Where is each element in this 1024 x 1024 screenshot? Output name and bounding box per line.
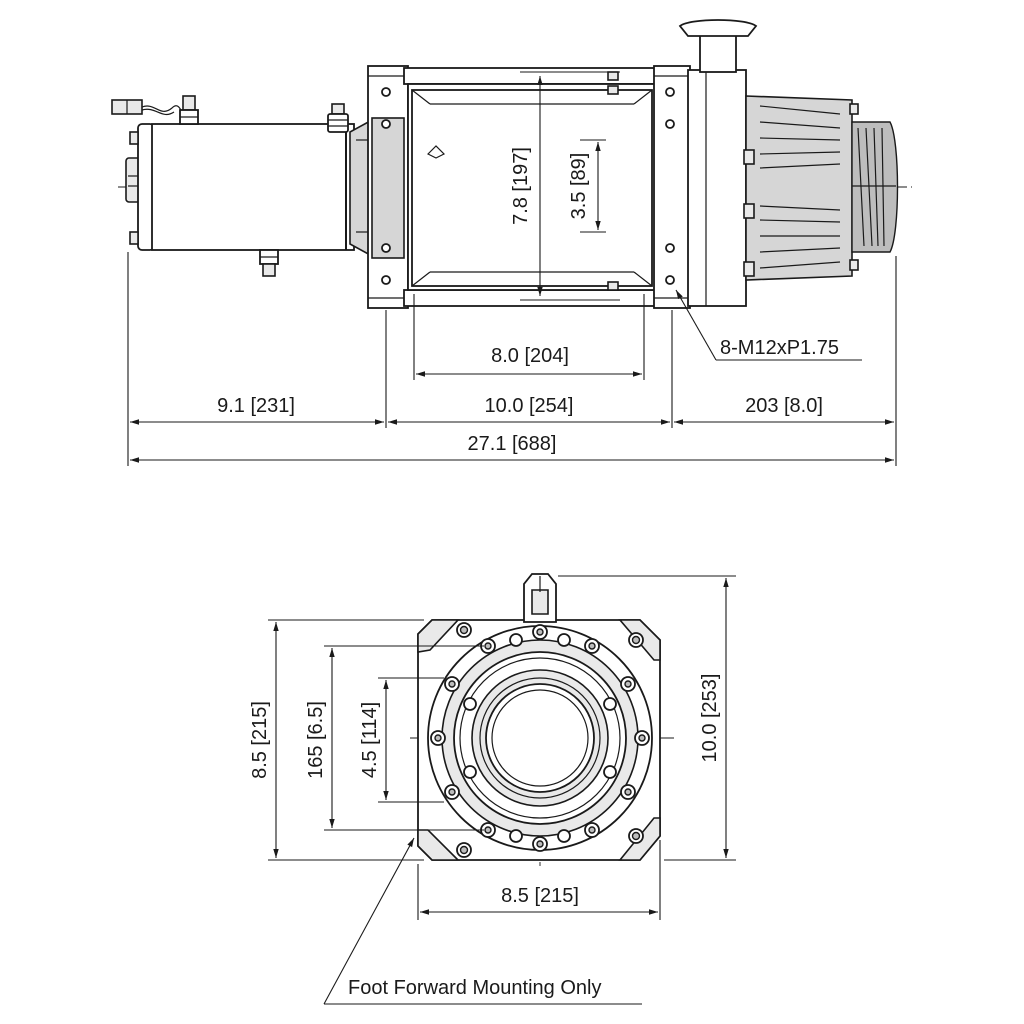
- dim-gearbox-length-label: 203 [8.0]: [745, 395, 823, 417]
- dim-left-outer-label: 8.5 [215]: [249, 701, 271, 779]
- foot-forward-note: Foot Forward Mounting Only: [323, 837, 642, 1005]
- dim-frame-length-label: 10.0 [254]: [485, 395, 574, 417]
- dim-drum-length: 8.0 [204]: [416, 345, 642, 377]
- bolt-callout-label: 8-M12xP1.75: [720, 337, 839, 359]
- front-left-dims: 8.5 [215] 165 [6.5] 4.5 [114]: [249, 619, 484, 861]
- dim-right-height-label: 10.0 [253]: [699, 674, 721, 763]
- dim-top-height-inner-label: 3.5 [89]: [568, 153, 590, 220]
- front-bolt-circle: [430, 624, 650, 852]
- dim-gearbox-length: 203 [8.0]: [674, 395, 894, 425]
- side-extension-lines: [127, 252, 897, 466]
- front-clutch-knob: [523, 573, 557, 623]
- dim-top-height-inner: 3.5 [89]: [568, 139, 606, 233]
- dim-motor-length: 9.1 [231]: [130, 395, 384, 425]
- wire-connector: [111, 99, 187, 119]
- dim-overall-length-label: 27.1 [688]: [468, 433, 557, 455]
- dim-overall-length: 27.1 [688]: [130, 433, 894, 463]
- dim-drum-length-label: 8.0 [204]: [491, 345, 569, 367]
- motor: [125, 95, 355, 277]
- dim-top-height-outer-label: 7.8 [197]: [510, 147, 532, 225]
- front-right-dim: 10.0 [253]: [558, 575, 736, 861]
- clutch-handle: [678, 19, 758, 73]
- left-end-plate: [367, 65, 409, 309]
- front-bottom-dim: 8.5 [215]: [417, 840, 661, 920]
- side-view: 7.8 [197] 3.5 [89] 8.0 [204] 9.1 [231]: [111, 19, 912, 466]
- foot-forward-note-label: Foot Forward Mounting Only: [348, 977, 601, 999]
- dim-left-mid-label: 165 [6.5]: [305, 701, 327, 779]
- bolt-callout: 8-M12xP1.75: [675, 289, 862, 361]
- gearbox: [678, 19, 899, 307]
- dim-top-height-outer: 7.8 [197]: [510, 71, 620, 301]
- dim-bottom-width-label: 8.5 [215]: [501, 885, 579, 907]
- right-end-plate: [653, 65, 691, 309]
- dim-motor-length-label: 9.1 [231]: [217, 395, 295, 417]
- front-gear-rings: [427, 625, 653, 851]
- front-view: 8.5 [215] 165 [6.5] 4.5 [114] 10.0 [253]…: [249, 573, 736, 1005]
- drum-section: [403, 67, 661, 307]
- dim-left-inner-label: 4.5 [114]: [359, 702, 381, 778]
- dim-frame-length: 10.0 [254]: [388, 395, 670, 425]
